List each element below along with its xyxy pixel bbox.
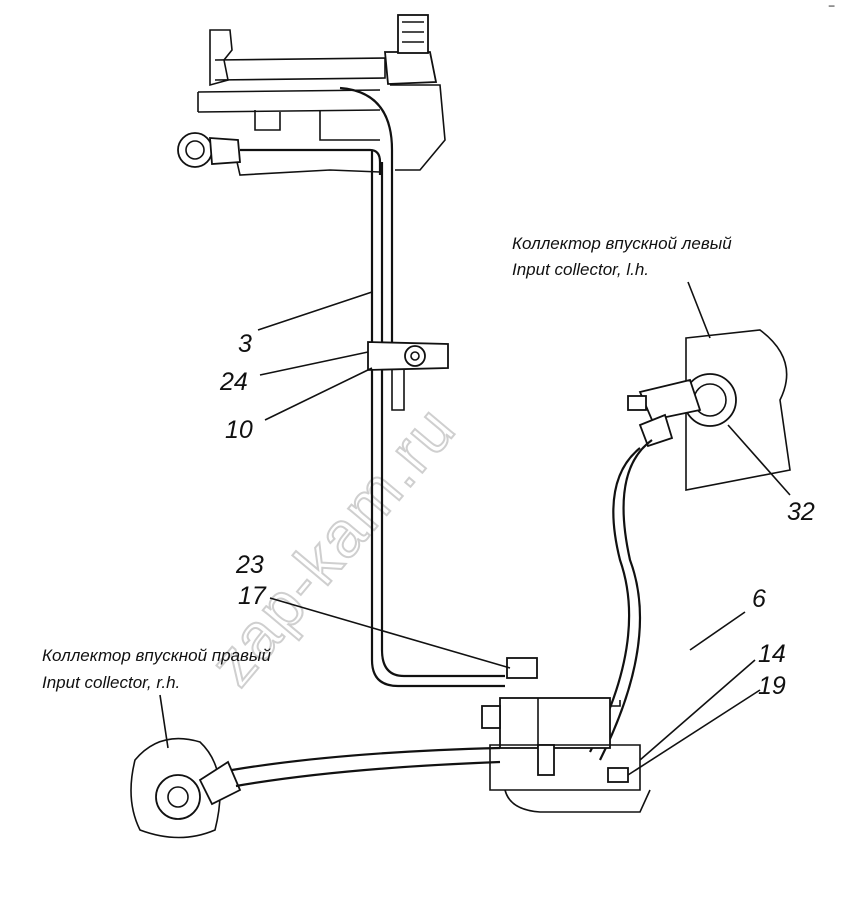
callout-19: 19 xyxy=(758,672,786,700)
caption-left-collector-en: Input collector, l.h. xyxy=(512,260,649,279)
caption-right-collector-ru: Коллектор впускной правый xyxy=(42,646,271,665)
collector-left xyxy=(589,329,791,761)
callout-10: 10 xyxy=(225,416,253,444)
caption-right-collector-en: Input collector, r.h. xyxy=(42,673,180,692)
callout-24: 24 xyxy=(219,368,248,396)
callout-14: 14 xyxy=(758,640,786,668)
corner-mark: − xyxy=(828,0,835,13)
callout-17: 17 xyxy=(238,582,267,610)
solenoid-valve xyxy=(481,657,651,813)
leader-lines xyxy=(159,281,791,776)
collector-right xyxy=(130,737,501,839)
callout-32: 32 xyxy=(787,498,815,526)
callout-23: 23 xyxy=(235,551,264,579)
caption-left-collector-ru: Коллектор впускной левый xyxy=(512,234,732,253)
callout-6: 6 xyxy=(752,585,766,613)
callout-3: 3 xyxy=(238,330,252,358)
engine-top-assembly xyxy=(177,14,505,688)
